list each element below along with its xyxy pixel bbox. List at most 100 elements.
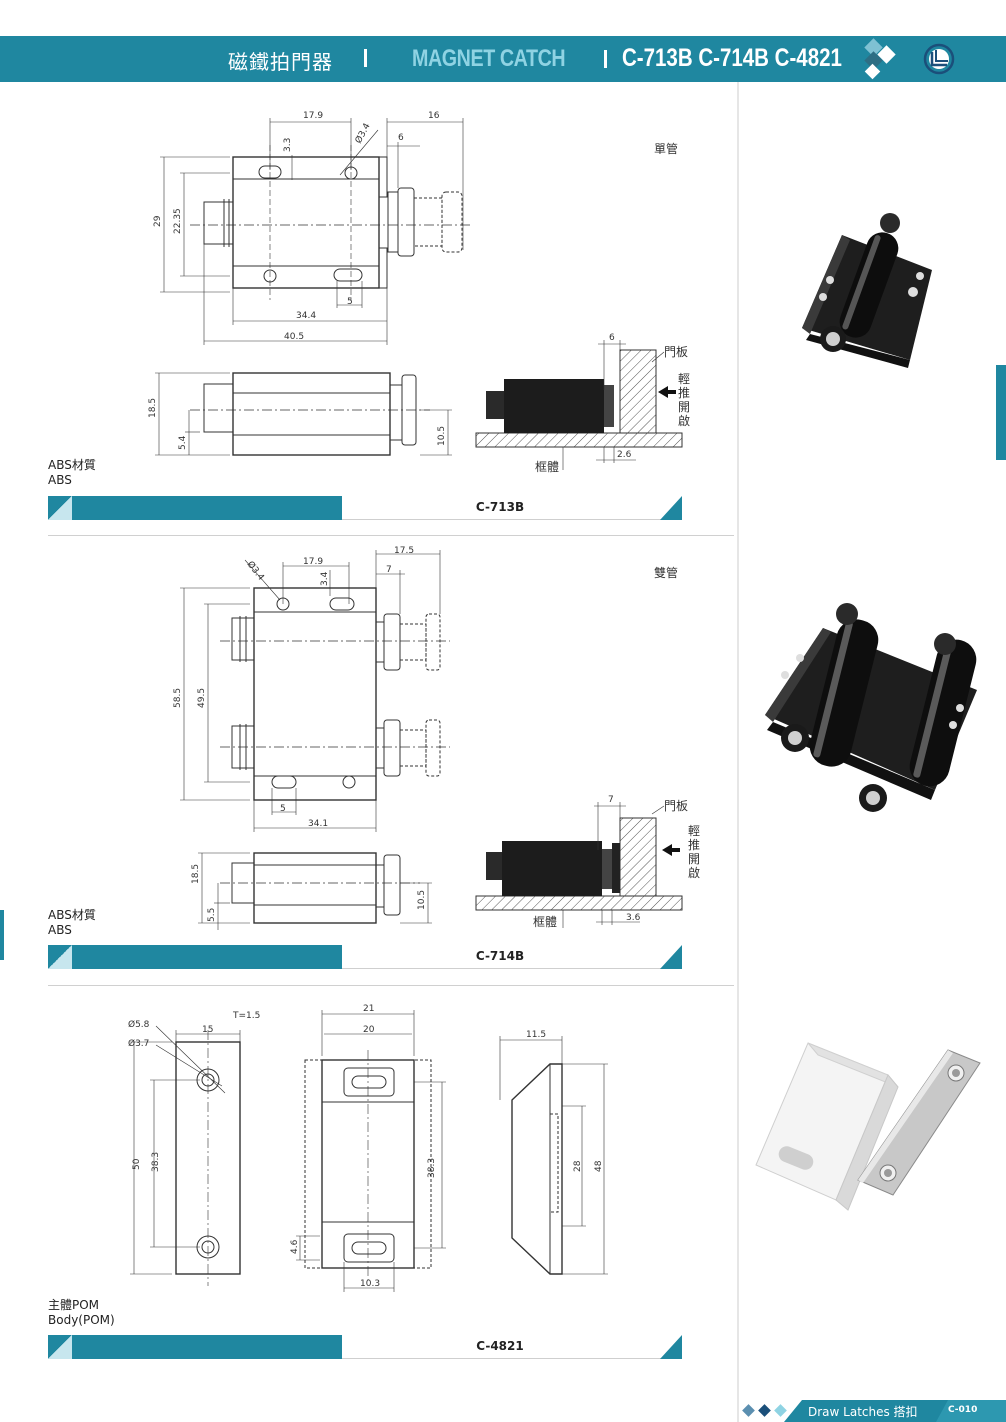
bar-line [342,1358,682,1359]
dim-34-4: 34.4 [296,311,316,321]
type-label: 單管 [654,142,679,156]
dim-28: 28 [573,1160,583,1172]
diamond-icon [774,1404,787,1417]
dim-15: 15 [202,1025,213,1035]
dim-17-5: 17.5 [394,546,414,556]
bar-corner [48,496,72,520]
dim-40-5: 40.5 [284,332,304,342]
section-separator [48,535,734,536]
dim-4-6: 4.6 [290,1239,300,1254]
dim-18-5: 18.5 [148,398,158,418]
left-tab [0,910,4,960]
model-bar: C-714B [48,945,682,969]
bar-corner [48,945,72,969]
dim-2-6: 2.6 [617,450,632,460]
bar-end [660,1335,682,1359]
dim-5-4: 5.4 [178,435,188,450]
header-models: C-713B C-714B C-4821 [622,44,842,72]
dim-5: 5 [280,804,286,814]
dim-10-5: 10.5 [437,426,447,446]
model-name: C-4821 [476,1339,524,1353]
dim-29: 29 [153,215,163,227]
bar-corner [48,1335,72,1359]
material-en: Body(POM) [48,1313,115,1327]
c4821-photo [755,1042,981,1211]
model-bar: C-4821 [48,1335,682,1359]
bar-end [660,496,682,520]
dim-3-6: 3.6 [626,913,641,923]
c713b-install-diagram: 6 2.6 [475,333,683,470]
door-label: 門板 [664,345,689,359]
c713b-drawing: 17.9 16 Ø3.4 6 3.3 29 22.35 5 34.4 40.5 … [148,111,683,470]
model-name: C-713B [475,500,525,514]
push-label: 輕推開啟 [688,824,701,880]
dim-phi34: Ø3.4 [353,121,373,145]
side-tab [996,365,1006,460]
c4821-drawing: T=1.5 Ø5.8 Ø3.7 15 50 38.3 21 20 38.3 4.… [128,1004,608,1292]
dim-16: 16 [428,111,440,121]
dim-phi37: Ø3.7 [128,1038,149,1049]
dim-10-3: 10.3 [360,1279,380,1289]
dim-34-1: 34.1 [308,819,328,829]
brand-logo-icon [864,38,955,80]
page-number: C-010 [948,1405,978,1415]
model-name: C-714B [475,949,525,963]
type-label: 雙管 [654,566,679,580]
model-bar: C-713B [48,496,682,520]
footer-label: Draw Latches 搭扣 [808,1405,918,1419]
dim-22-35: 22.35 [173,208,183,234]
c714b-drawing: Ø3.4 17.9 3.4 17.5 7 58.5 49.5 5 34.1 18… [173,546,683,930]
material-en: ABS [48,923,72,937]
dim-3-4: 3.4 [320,571,330,586]
header-divider [364,49,367,67]
footer: Draw Latches 搭扣 C-010 [740,1400,1006,1422]
header-title-cn: 磁鐵拍門器 [228,50,333,74]
dim-50: 50 [132,1158,142,1170]
dim-7b: 7 [608,795,614,805]
dim-18-5: 18.5 [191,864,201,884]
diamond-icon [758,1404,771,1417]
bar-line [342,968,682,969]
door-label: 門板 [664,799,689,813]
dim-6: 6 [398,133,404,143]
dim-58-5: 58.5 [173,688,183,708]
material-en: ABS [48,473,72,487]
section-separator [48,985,734,986]
header-title-en: MAGNET CATCH [412,45,566,72]
dim-6b: 6 [609,333,615,343]
c714b-photo [765,603,977,812]
dim-20: 20 [363,1025,375,1035]
c714b-install-diagram: 7 3.6 [475,795,683,928]
bar-end [660,945,682,969]
dim-t15: T=1.5 [232,1011,260,1021]
dim-7: 7 [386,565,392,575]
material-cn: ABS材質 [48,908,96,922]
header-divider [604,50,607,68]
material-cn: 主體POM [48,1298,100,1312]
dim-38-3b: 38.3 [427,1158,437,1178]
material-cn: ABS材質 [48,458,96,472]
dim-phi58: Ø5.8 [128,1019,150,1030]
dim-21: 21 [363,1004,374,1014]
bar-fill [48,1335,342,1359]
bar-fill [48,945,342,969]
dim-phi34: Ø3.4 [245,559,267,583]
dim-10-5: 10.5 [417,890,427,910]
footer-page-tab [936,1400,1006,1422]
dim-5-5: 5.5 [207,908,217,922]
bar-line [342,519,682,520]
frame-label: 框體 [533,915,558,929]
bar-fill [48,496,342,520]
dim-38-3a: 38.3 [151,1152,161,1172]
dim-5: 5 [347,297,353,307]
dim-17-9: 17.9 [303,557,323,567]
c713b-photo [802,213,932,368]
frame-label: 框體 [535,460,560,474]
dim-3-3: 3.3 [283,138,293,152]
diamond-icon [742,1404,755,1417]
header-banner: 磁鐵拍門器 MAGNET CATCH C-713B C-714B C-4821 [0,36,1006,82]
dim-11-5: 11.5 [526,1030,546,1040]
dim-17-9: 17.9 [303,111,323,121]
page-divider [737,82,739,1422]
material-block: ABS材質 ABS [48,458,96,488]
